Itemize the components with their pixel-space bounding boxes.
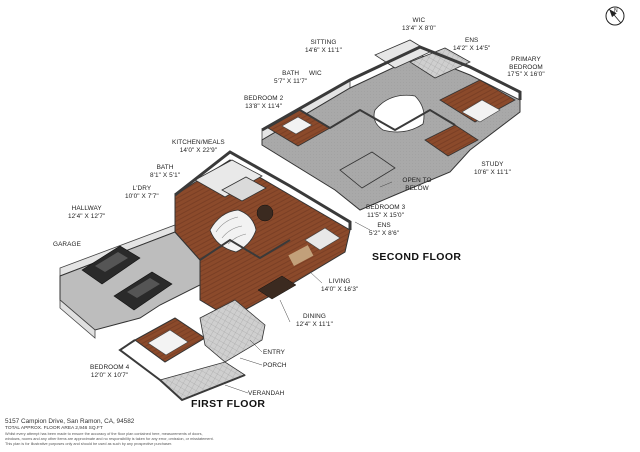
disclaimer-line-1: Whilst every attempt has been made to en…	[5, 432, 203, 436]
room-name: ENS	[464, 37, 479, 44]
room-label-ens-small: ENS 5'2" x 8'6"	[369, 222, 399, 237]
disclaimer-line-2: windows, rooms and any other items are a…	[5, 436, 214, 441]
room-name: HALLWAY	[71, 205, 102, 212]
room-name: PRIMARY BEDROOM	[509, 56, 543, 71]
room-dims: 12'4" x 12'7"	[68, 212, 106, 220]
room-dims: 12'4" x 11'1"	[296, 320, 333, 328]
room-label-bedroom4: BEDROOM 4 12'0" x 10'7"	[90, 364, 129, 379]
room-name: LIVING	[328, 278, 351, 285]
first-floor-outer-wall	[174, 150, 352, 230]
room-label-bath1: BATH 8'1" x 5'1"	[150, 164, 180, 179]
living-sofa	[304, 227, 341, 251]
second-floor	[261, 39, 522, 211]
room-label-dining: DINING 12'4" x 11'1"	[296, 313, 333, 328]
room-label-laundry: L'DRY 10'0" x 7'7"	[125, 185, 159, 200]
first-floor-front-wall	[118, 339, 246, 402]
room-label-living: LIVING 14'0" x 16'3"	[321, 278, 358, 293]
room-label-ens-primary: ENS 14'2" x 14'5"	[453, 37, 490, 52]
room-name: BEDROOM 2	[244, 95, 284, 102]
room-label-primary-bedroom: PRIMARY BEDROOM 17'5" x 16'0"	[503, 56, 549, 79]
total-floor-area: TOTAL APPROX. FLOOR AREA 2,946 SQ.FT	[5, 426, 103, 431]
property-address: 5157 Campion Drive, San Ramon, CA, 94582	[5, 418, 135, 425]
kitchen-island	[221, 176, 267, 202]
second-floor-inner-wall	[299, 108, 456, 132]
room-label-bedroom2: BEDROOM 2 13'8" x 11'4"	[244, 95, 283, 110]
meals-table	[256, 204, 274, 222]
room-dims: 14'6" x 11'1"	[305, 46, 342, 54]
car-2	[113, 271, 173, 311]
room-name: OPEN TO BELOW	[402, 177, 432, 192]
room-label-study: STUDY 10'6" x 11'1"	[474, 161, 511, 176]
first-floor-title: FIRST FLOOR	[191, 398, 266, 410]
room-name: GARAGE	[53, 241, 81, 248]
svg-text:N: N	[614, 8, 618, 14]
bedroom3-floor	[339, 151, 396, 189]
room-dims: 5'2" x 8'6"	[369, 229, 400, 237]
room-name: WIC	[309, 70, 322, 77]
entry-porch-tiles	[199, 299, 266, 363]
bedroom4-bed	[147, 329, 189, 356]
living-rug	[288, 245, 314, 266]
room-label-garage: GARAGE	[53, 241, 81, 249]
room-dims: 14'2" x 14'5"	[453, 44, 491, 52]
first-floor	[59, 150, 352, 402]
disclaimer-line-3: This plan is for illustrative purposes o…	[5, 441, 173, 446]
room-dims: 13'8" x 11'4"	[245, 102, 283, 110]
car-1	[81, 245, 141, 285]
room-dims: 13'4" x 8'0"	[402, 24, 436, 32]
kitchen-counter	[194, 159, 263, 198]
room-name: STUDY	[481, 161, 504, 168]
room-name: KITCHEN/MEALS	[172, 139, 225, 146]
room-name: ENS	[377, 222, 391, 229]
primary-bedroom-floor	[439, 79, 516, 123]
second-floor-title: SECOND FLOOR	[372, 251, 462, 263]
room-name: DINING	[302, 313, 326, 320]
room-label-verandah: VERANDAH	[248, 390, 284, 398]
room-name: SITTING	[310, 39, 337, 46]
room-name: BATH	[282, 70, 300, 77]
room-dims: 8'1" x 5'1"	[150, 171, 181, 179]
plan-footer: 5157 Campion Drive, San Ramon, CA, 94582…	[5, 418, 335, 446]
first-floor-inner-wall	[199, 238, 291, 261]
room-dims: 11'5" x 15'0"	[367, 211, 405, 219]
room-name: PORCH	[263, 362, 287, 369]
first-floor-stairs	[209, 209, 257, 253]
second-floor-outer-wall	[261, 45, 522, 132]
room-label-bath2: BATH 5'7" x 11'7"	[274, 70, 307, 85]
room-dims: 5'7" x 11'7"	[274, 77, 308, 85]
room-label-hallway: HALLWAY 12'4" x 12'7"	[68, 205, 105, 220]
primary-bed	[461, 99, 501, 123]
room-dims: 10'0" x 7'7"	[125, 192, 159, 200]
room-dims: 17'5" x 16'0"	[507, 71, 545, 79]
open-to-below-void	[373, 94, 425, 133]
room-name: BEDROOM 3	[366, 204, 406, 211]
room-name: BATH	[156, 164, 174, 171]
room-label-bedroom3: BEDROOM 3 11'5" x 15'0"	[366, 204, 405, 219]
bedroom2-bed	[281, 116, 313, 135]
room-name: BEDROOM 4	[90, 364, 130, 371]
compass-north-icon: N	[605, 6, 625, 26]
room-label-wic-upper: WIC 13'4" x 8'0"	[402, 17, 436, 32]
label-leaders	[224, 181, 393, 394]
room-name: WIC	[412, 17, 426, 24]
room-label-sitting: SITTING 14'6" x 11'1"	[305, 39, 342, 54]
room-label-porch: PORCH	[263, 362, 287, 370]
room-name: ENTRY	[263, 349, 286, 356]
room-dims: 10'6" x 11'1"	[474, 168, 511, 176]
garage-front-wall	[59, 299, 96, 339]
room-label-open-to-below: OPEN TO BELOW	[402, 177, 432, 192]
room-label-entry: ENTRY	[263, 349, 285, 357]
study-floor	[424, 124, 479, 157]
room-name: L'DRY	[132, 185, 152, 192]
room-name: VERANDAH	[248, 390, 285, 397]
dining-table	[257, 275, 297, 300]
room-dims: 14'0" x 22'9"	[179, 146, 218, 154]
room-label-wic-lower: WIC	[309, 70, 322, 78]
room-label-kitchen: KITCHEN/MEALS 14'0" x 22'9"	[172, 139, 225, 154]
room-dims: 12'0" x 10'7"	[90, 371, 129, 379]
room-dims: 14'0" x 16'3"	[321, 285, 359, 293]
